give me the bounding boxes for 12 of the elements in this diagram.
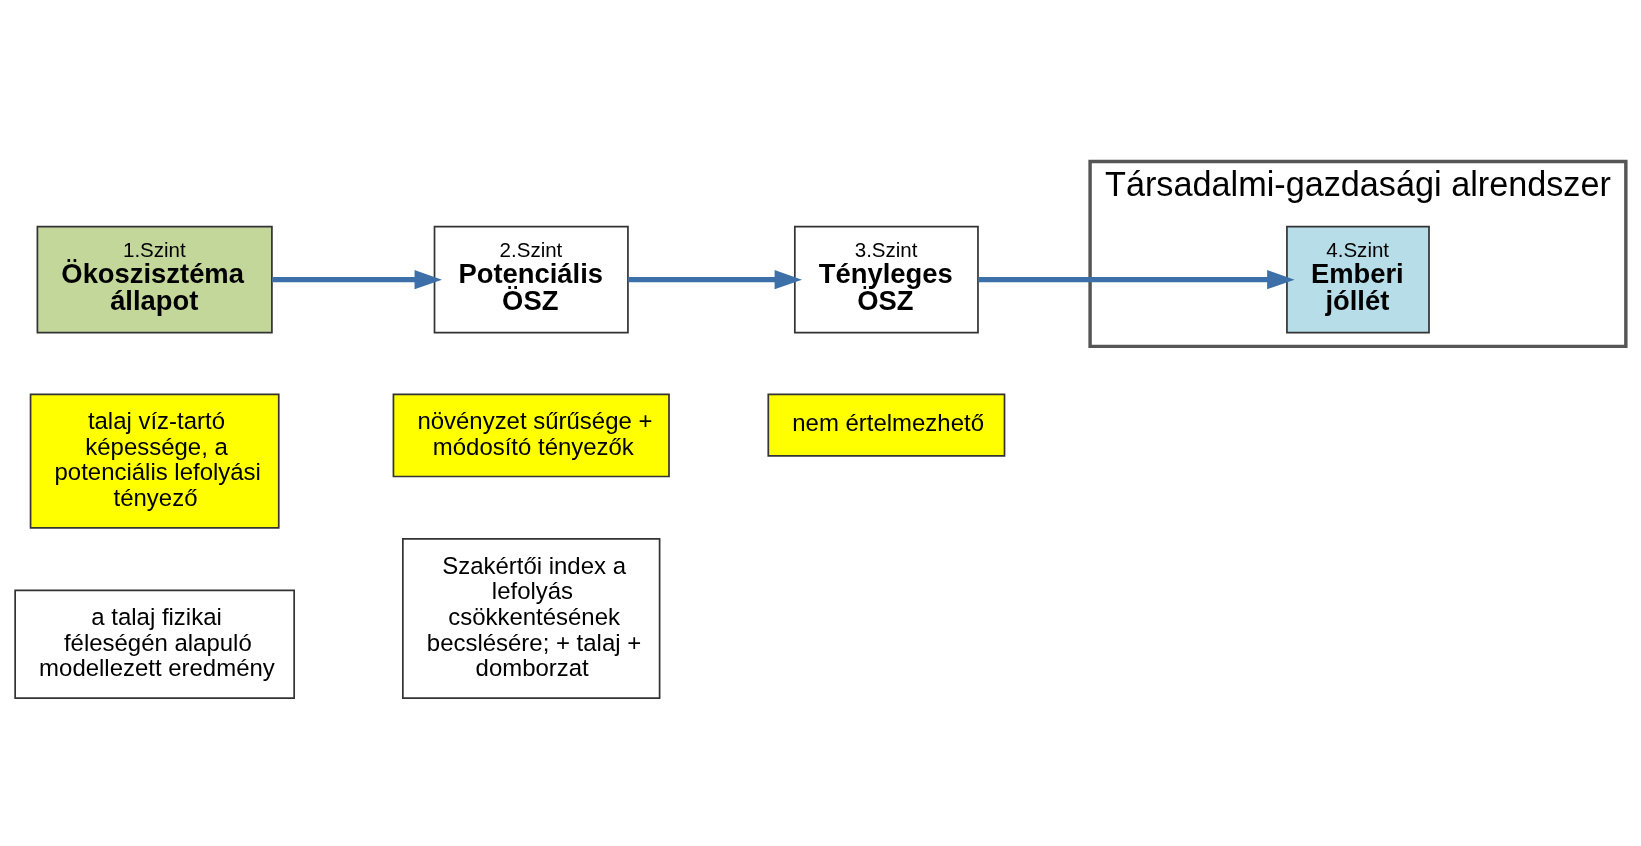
node-box: 4.Szint Emberi jóllét <box>1286 225 1430 334</box>
node-box: 2.Szint Potenciális ÖSZ <box>433 225 629 334</box>
node-box: 1.Szint Ökoszisztéma állapot <box>36 225 273 334</box>
node-box: 3.Szint Tényleges ÖSZ <box>793 225 979 334</box>
node-box: Szakértői index a lefolyás csökkentésének becslésére; + talaj + domborzat <box>402 538 661 699</box>
arrow <box>272 270 442 290</box>
arrow <box>978 270 1295 290</box>
arrow <box>628 270 803 290</box>
node-box: növényzet sűrűsége + módosító tényezők <box>392 393 670 478</box>
node-box: talaj víz-tartó képessége, a potenciális lefolyási tényező <box>29 393 280 529</box>
node-box: nem értelmezhető <box>767 393 1006 457</box>
node-box: a talaj fizikai féleségén alapuló modellezett eredmény <box>14 589 295 699</box>
